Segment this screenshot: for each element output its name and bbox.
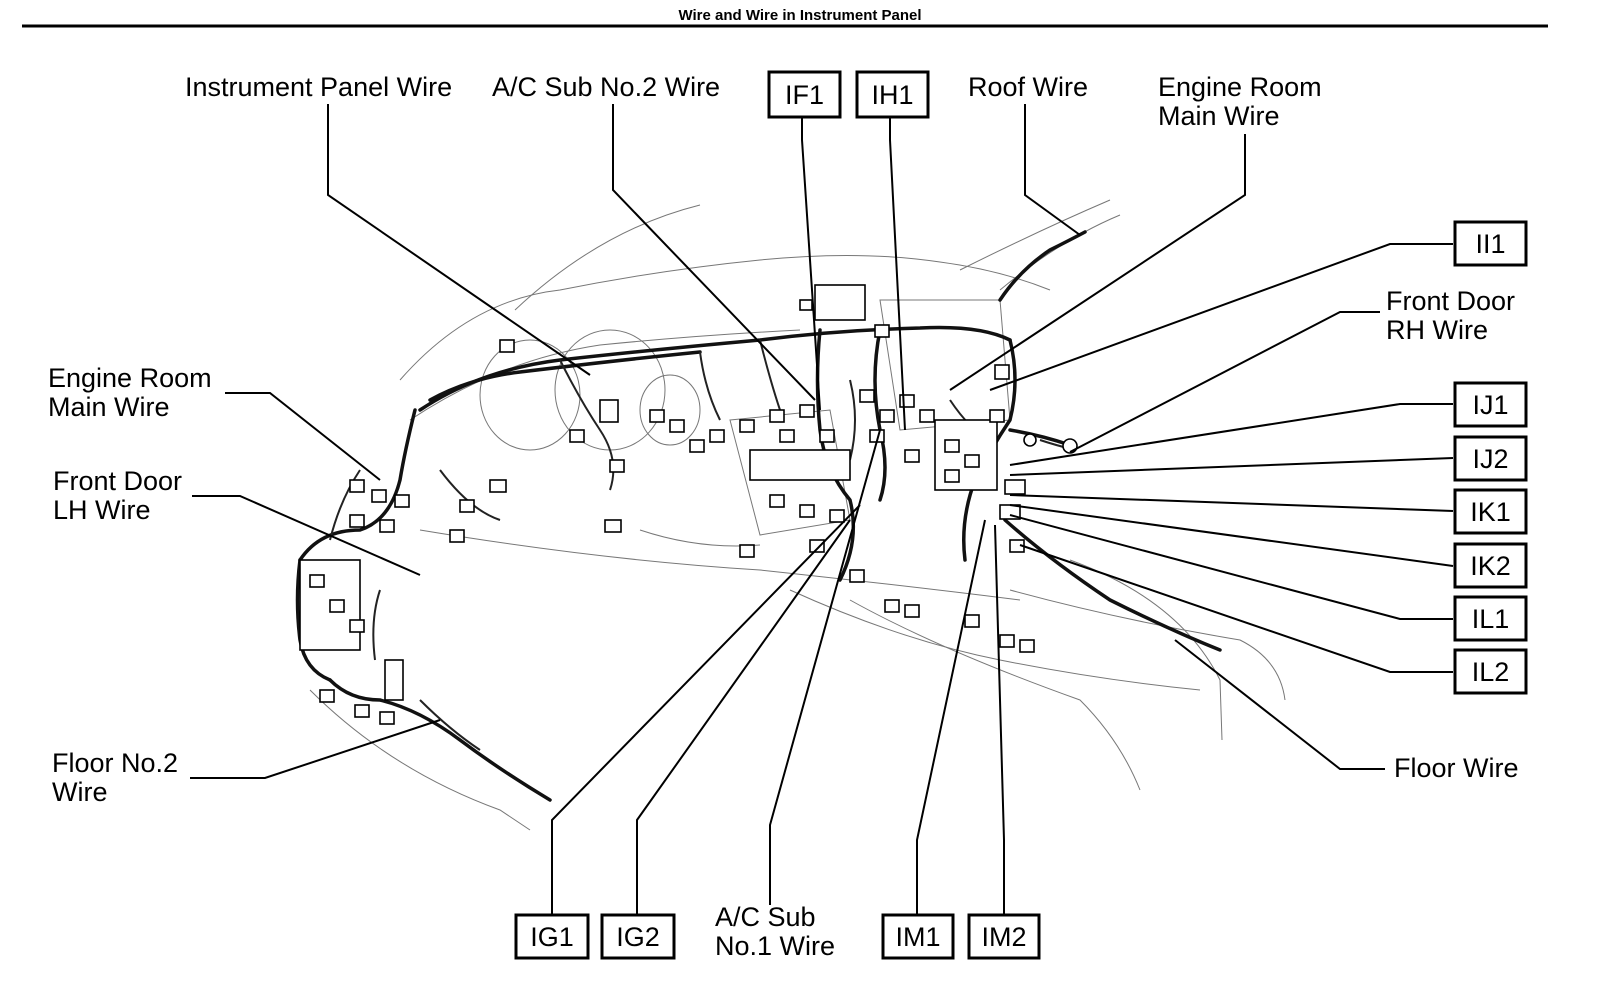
- svg-text:IH1: IH1: [871, 80, 913, 110]
- code-box-IM1: IM1: [881, 913, 955, 960]
- wire-labels: Instrument Panel Wire A/C Sub No.2 Wire …: [48, 72, 1523, 961]
- svg-text:IK2: IK2: [1470, 551, 1511, 581]
- label-engine-room-main-wire-left: Engine Room Main Wire: [48, 363, 219, 422]
- svg-text:IK1: IK1: [1470, 497, 1511, 527]
- label-ac-sub-no2-wire: A/C Sub No.2 Wire: [492, 72, 720, 102]
- code-box-II1: II1: [1453, 220, 1528, 267]
- label-engine-room-main-wire-right: Engine Room Main Wire: [1158, 72, 1329, 131]
- code-box-IK2: IK2: [1453, 542, 1528, 589]
- code-box-IJ2: IJ2: [1453, 435, 1528, 482]
- leader-lines: [190, 104, 1454, 918]
- code-box-IL1: IL1: [1453, 595, 1528, 642]
- code-box-IG1: IG1: [514, 913, 590, 960]
- code-box-IF1: IF1: [767, 70, 842, 119]
- svg-text:II1: II1: [1475, 229, 1505, 259]
- svg-text:IL1: IL1: [1472, 604, 1510, 634]
- svg-text:IF1: IF1: [785, 80, 824, 110]
- label-floor-wire: Floor Wire: [1394, 753, 1519, 783]
- label-instrument-panel-wire: Instrument Panel Wire: [185, 72, 452, 102]
- connector-codes: IF1 IH1 II1 IJ1 IJ2 IK1 IK2 IL1: [514, 70, 1528, 960]
- code-box-IL2: IL2: [1453, 648, 1528, 695]
- wire-harness: [295, 230, 1222, 802]
- code-box-IK1: IK1: [1453, 488, 1528, 535]
- svg-text:IM2: IM2: [981, 922, 1026, 952]
- label-ac-sub-no1-wire: A/C Sub No.1 Wire: [715, 902, 835, 961]
- svg-text:IG1: IG1: [530, 922, 574, 952]
- page-title: Wire and Wire in Instrument Panel: [678, 7, 921, 24]
- svg-text:IJ2: IJ2: [1472, 444, 1508, 474]
- code-box-IG2: IG2: [600, 913, 676, 960]
- label-floor-no2-wire: Floor No.2 Wire: [52, 748, 186, 807]
- code-box-IM2: IM2: [967, 913, 1041, 960]
- label-roof-wire: Roof Wire: [968, 72, 1088, 102]
- code-box-IH1: IH1: [855, 70, 930, 119]
- code-box-IJ1: IJ1: [1453, 381, 1528, 428]
- svg-text:IJ1: IJ1: [1472, 390, 1508, 420]
- label-front-door-rh-wire: Front Door RH Wire: [1386, 286, 1523, 345]
- svg-text:IG2: IG2: [616, 922, 660, 952]
- label-front-door-lh-wire: Front Door LH Wire: [53, 466, 190, 525]
- connector-blocks: [299, 284, 1078, 725]
- svg-text:IM1: IM1: [895, 922, 940, 952]
- svg-text:IL2: IL2: [1472, 657, 1510, 687]
